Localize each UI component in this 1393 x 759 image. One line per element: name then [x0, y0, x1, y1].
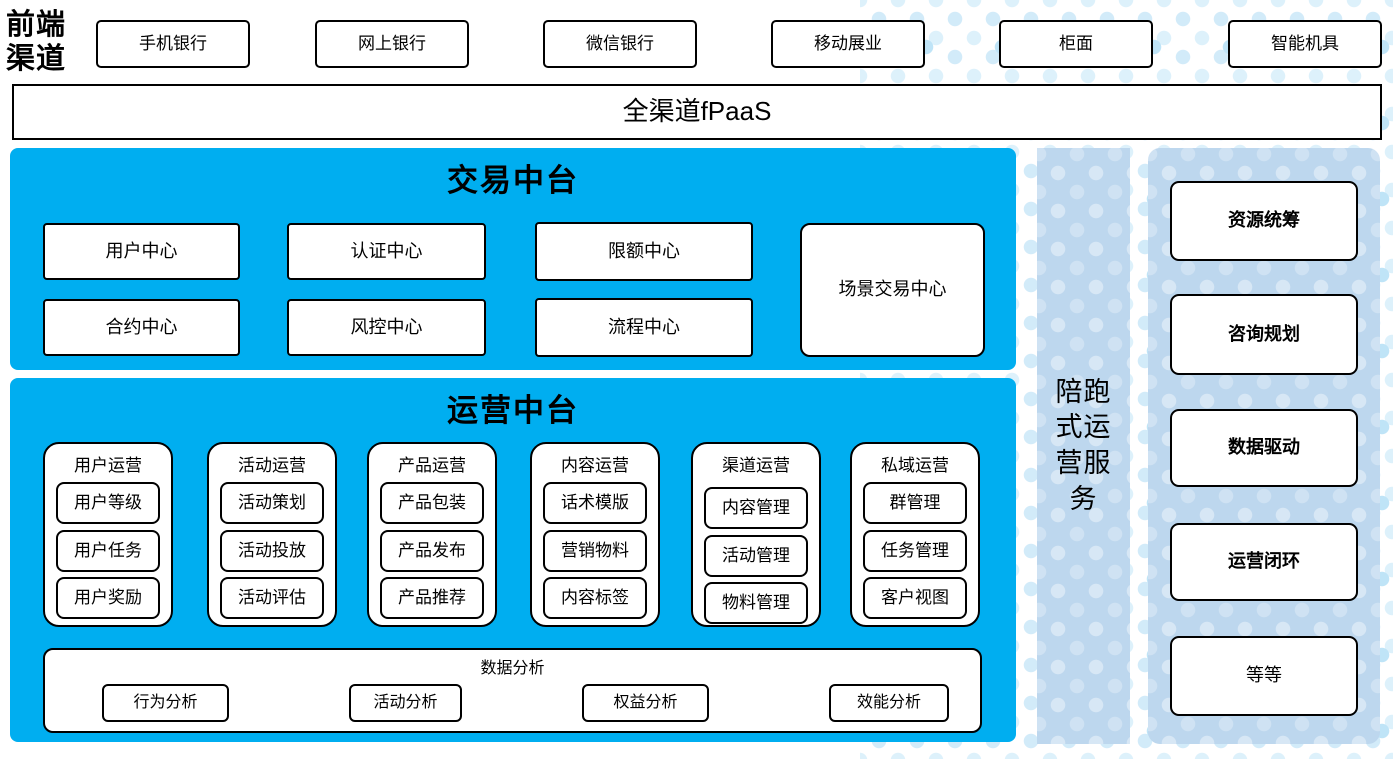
ops-column-title: 私域运营 — [881, 456, 949, 475]
ops-item: 活动评估 — [220, 577, 324, 619]
trade-box-limit-center: 限额中心 — [535, 222, 753, 281]
ops-item: 话术模版 — [543, 482, 647, 524]
trade-box-auth-center: 认证中心 — [287, 223, 486, 280]
analysis-box-activity: 活动分析 — [349, 684, 462, 722]
trade-box-scene-trade-center: 场景交易中心 — [800, 223, 985, 357]
ops-column-title: 活动运营 — [238, 456, 306, 475]
right-service-panel: 资源统筹 咨询规划 数据驱动 运营闭环 等等 — [1148, 148, 1380, 744]
ops-item: 活动投放 — [220, 530, 324, 572]
ops-column-title: 产品运营 — [398, 456, 466, 475]
data-analysis-title: 数据分析 — [480, 660, 545, 677]
ops-item: 用户任务 — [56, 530, 160, 572]
ops-column-user-operations: 用户运营 用户等级 用户任务 用户奖励 — [43, 442, 173, 627]
operations-platform-panel: 运营中台 用户运营 用户等级 用户任务 用户奖励 活动运营 活动策划 活动投放 … — [10, 378, 1016, 742]
ops-item: 群管理 — [863, 482, 967, 524]
ops-column-product-operations: 产品运营 产品包装 产品发布 产品推荐 — [367, 442, 497, 627]
ops-item: 内容管理 — [704, 487, 808, 529]
ops-column-channel-operations: 渠道运营 内容管理 活动管理 物料管理 — [691, 442, 821, 627]
ops-item: 用户奖励 — [56, 577, 160, 619]
channel-box-mobile-banking: 手机银行 — [96, 20, 250, 68]
trade-box-process-center: 流程中心 — [535, 298, 753, 357]
data-analysis-container: 数据分析 行为分析 活动分析 权益分析 效能分析 — [43, 648, 982, 733]
ops-column-title: 内容运营 — [561, 456, 629, 475]
service-box-consulting-planning: 咨询规划 — [1170, 294, 1358, 375]
service-box-etc: 等等 — [1170, 636, 1358, 716]
trade-box-user-center: 用户中心 — [43, 223, 240, 280]
trade-box-contract-center: 合约中心 — [43, 299, 240, 356]
channel-box-online-banking: 网上银行 — [315, 20, 469, 68]
analysis-box-benefit: 权益分析 — [582, 684, 709, 722]
ops-item: 产品推荐 — [380, 577, 484, 619]
ops-column-title: 用户运营 — [74, 456, 142, 475]
ops-column-content-operations: 内容运营 话术模版 营销物料 内容标签 — [530, 442, 660, 627]
operations-platform-title: 运营中台 — [447, 393, 579, 429]
channel-box-counter: 柜面 — [999, 20, 1153, 68]
trade-platform-panel: 交易中台 用户中心 认证中心 限额中心 场景交易中心 合约中心 风控中心 流程中… — [10, 148, 1016, 370]
ops-item: 营销物料 — [543, 530, 647, 572]
front-channels-label: 前端渠道 — [6, 7, 67, 75]
service-box-data-driven: 数据驱动 — [1170, 409, 1358, 487]
analysis-box-efficiency: 效能分析 — [829, 684, 949, 722]
ops-column-activity-operations: 活动运营 活动策划 活动投放 活动评估 — [207, 442, 337, 627]
ops-item: 活动管理 — [704, 535, 808, 577]
ops-column-title: 渠道运营 — [722, 456, 790, 475]
trade-box-risk-center: 风控中心 — [287, 299, 486, 356]
service-box-operations-loop: 运营闭环 — [1170, 523, 1358, 601]
service-box-resource-planning: 资源统筹 — [1170, 181, 1358, 261]
channel-box-mobile-marketing: 移动展业 — [771, 20, 925, 68]
companion-service-strip: 陪跑式运营服务 — [1037, 148, 1130, 744]
companion-service-label: 陪跑式运营服务 — [1055, 376, 1112, 514]
ops-item: 产品发布 — [380, 530, 484, 572]
omnichannel-fpaas-bar: 全渠道fPaaS — [12, 84, 1382, 140]
ops-item: 活动策划 — [220, 482, 324, 524]
channel-box-wechat-banking: 微信银行 — [543, 20, 697, 68]
ops-item: 客户视图 — [863, 577, 967, 619]
channel-box-smart-devices: 智能机具 — [1228, 20, 1382, 68]
ops-item: 用户等级 — [56, 482, 160, 524]
ops-column-private-domain-operations: 私域运营 群管理 任务管理 客户视图 — [850, 442, 980, 627]
ops-item: 内容标签 — [543, 577, 647, 619]
ops-item: 物料管理 — [704, 582, 808, 624]
ops-item: 产品包装 — [380, 482, 484, 524]
trade-platform-title: 交易中台 — [447, 163, 579, 199]
ops-item: 任务管理 — [863, 530, 967, 572]
analysis-box-behavior: 行为分析 — [102, 684, 229, 722]
